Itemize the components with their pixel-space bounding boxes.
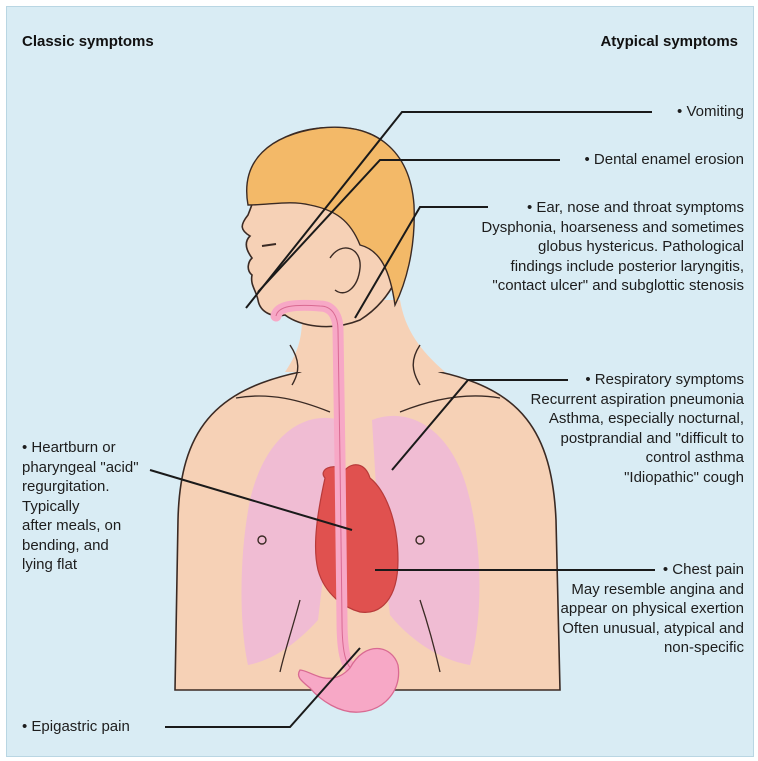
heading-atypical: Atypical symptoms [600, 33, 738, 50]
ent-line: • Ear, nose and throat symptoms [481, 198, 744, 218]
respiratory-line: • Respiratory symptoms [531, 370, 744, 390]
chest-line: appear on physical exertion [561, 599, 744, 619]
chest-line: Often unusual, atypical and [561, 619, 744, 639]
label-vomiting: • Vomiting [677, 102, 744, 122]
respiratory-line: "Idiopathic" cough [531, 468, 744, 488]
heartburn-line: • Heartburn or [22, 438, 139, 458]
label-chest-pain: • Chest pain May resemble angina and app… [561, 560, 744, 658]
label-dental-erosion: • Dental enamel erosion [584, 150, 744, 170]
respiratory-line: Asthma, especially nocturnal, [531, 409, 744, 429]
ent-line: "contact ulcer" and subglottic stenosis [481, 276, 744, 296]
ent-line: globus hystericus. Pathological [481, 237, 744, 257]
ent-line: Dysphonia, hoarseness and sometimes [481, 218, 744, 238]
chest-line: May resemble angina and [561, 580, 744, 600]
heartburn-line: Typically [22, 497, 139, 517]
respiratory-line: postprandial and "difficult to [531, 429, 744, 449]
heading-classic: Classic symptoms [22, 33, 154, 50]
label-heartburn: • Heartburn or pharyngeal "acid" regurgi… [22, 438, 139, 575]
heartburn-line: bending, and [22, 536, 139, 556]
label-epigastric-pain: • Epigastric pain [22, 717, 130, 737]
ent-line: findings include posterior laryngitis, [481, 257, 744, 277]
label-ent-symptoms: • Ear, nose and throat symptoms Dysphoni… [481, 198, 744, 296]
chest-line: • Chest pain [561, 560, 744, 580]
respiratory-line: control asthma [531, 448, 744, 468]
label-respiratory-symptoms: • Respiratory symptoms Recurrent aspirat… [531, 370, 744, 487]
heartburn-line: lying flat [22, 555, 139, 575]
chest-line: non-specific [561, 638, 744, 658]
heartburn-line: regurgitation. [22, 477, 139, 497]
heartburn-line: after meals, on [22, 516, 139, 536]
respiratory-line: Recurrent aspiration pneumonia [531, 390, 744, 410]
heartburn-line: pharyngeal "acid" [22, 458, 139, 478]
